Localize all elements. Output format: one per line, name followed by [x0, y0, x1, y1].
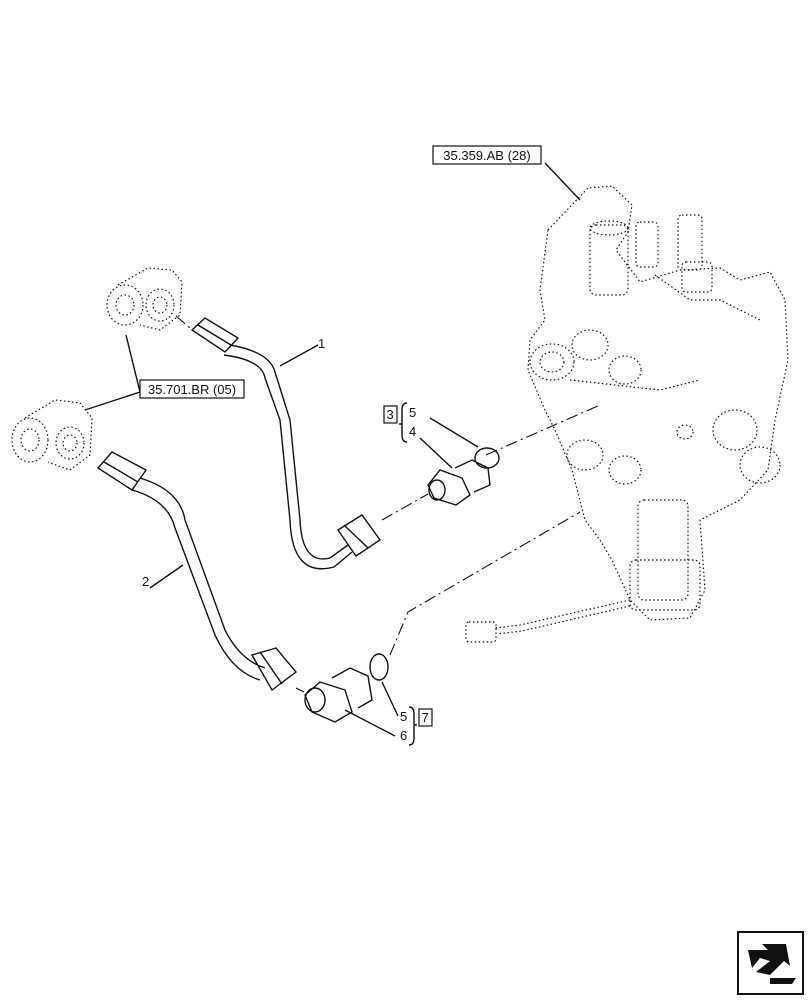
reference-valve-label: 35.359.AB (28) — [443, 148, 530, 163]
callout-1: 1 — [318, 336, 325, 351]
tee-fitting-lower-illustration — [11, 399, 93, 471]
o-ring-5-lower — [369, 653, 389, 681]
callout-group-3: 3 5 4 — [383, 402, 416, 443]
connector-6-illustration — [304, 667, 373, 723]
sensor-cable-illustration — [465, 599, 631, 643]
callout-3: 3 — [387, 407, 394, 422]
tee-fitting-upper-illustration — [106, 267, 183, 331]
reference-tees[interactable]: 35.701.BR (05) — [139, 379, 245, 399]
control-valve-illustration — [527, 185, 789, 621]
callout-4: 4 — [409, 424, 416, 439]
reference-valve[interactable]: 35.359.AB (28) — [432, 145, 542, 165]
callout-5-upper: 5 — [409, 405, 416, 420]
callout-group-7: 5 6 7 — [400, 706, 433, 746]
tube-1-illustration — [190, 317, 381, 570]
callout-5-lower: 5 — [400, 709, 407, 724]
leader-lines — [84, 162, 581, 737]
reference-tees-label: 35.701.BR (05) — [148, 382, 236, 397]
next-page-arrow-icon[interactable] — [737, 931, 804, 995]
o-ring-5-upper — [474, 447, 500, 469]
tube-2-illustration — [96, 451, 298, 692]
callout-2: 2 — [142, 574, 149, 589]
center-lines — [175, 315, 601, 693]
connector-4-illustration — [427, 459, 491, 506]
callout-7: 7 — [422, 710, 429, 725]
callout-6: 6 — [400, 728, 407, 743]
